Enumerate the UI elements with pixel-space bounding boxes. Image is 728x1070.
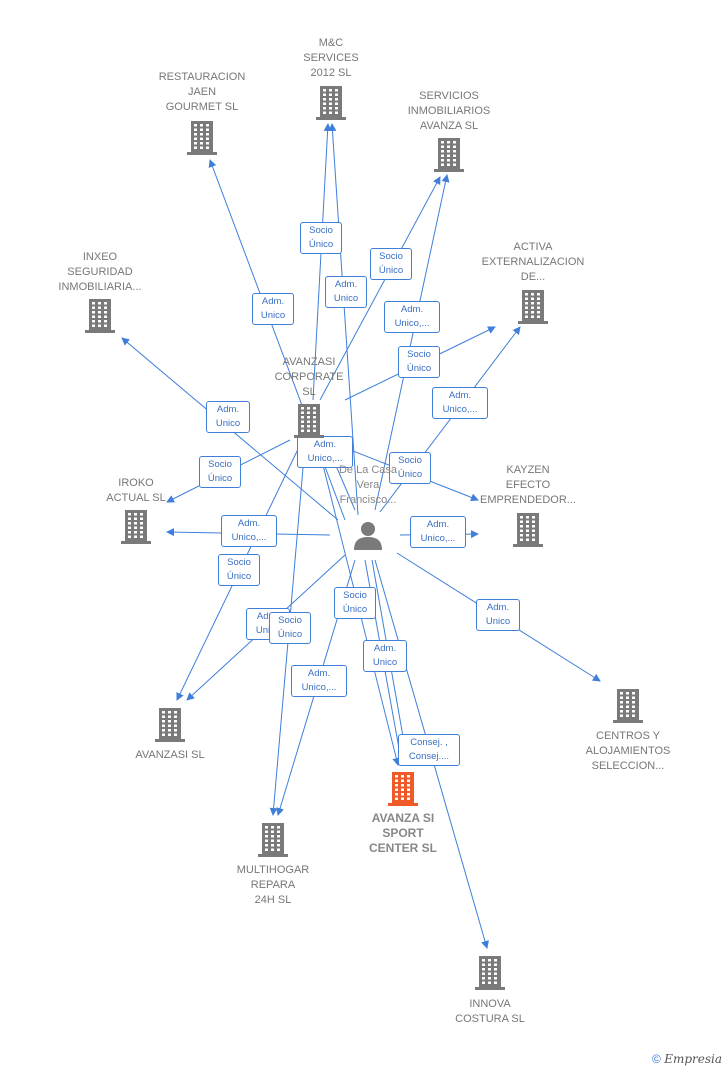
relation-edge-r5 (374, 174, 450, 511)
company-building-icon[interactable] (517, 290, 549, 329)
company-building-icon[interactable] (84, 299, 116, 338)
company-building-icon[interactable] (293, 404, 325, 443)
company-building-icon[interactable] (387, 772, 419, 811)
relation-label-r2[interactable]: Adm. Unico (325, 276, 367, 308)
person-name[interactable]: De La Casa Vera Francisco... (338, 464, 398, 506)
brand-name: Empresia (664, 1052, 722, 1066)
company-building-icon[interactable] (257, 823, 289, 862)
company-building-icon[interactable] (512, 513, 544, 552)
relation-label-r8[interactable]: Adm. Unico (206, 401, 250, 433)
relation-label-r6[interactable]: Socio Único (398, 346, 440, 378)
relation-label-r13[interactable]: Adm. Unico,... (410, 516, 466, 548)
relation-edge-r4 (319, 176, 441, 401)
company-building-icon[interactable] (474, 956, 506, 995)
relation-label-r14[interactable]: Socio Único (218, 554, 260, 586)
relation-label-r16[interactable]: Socio Único (269, 612, 311, 644)
person-icon[interactable] (352, 519, 384, 556)
relation-label-r9[interactable]: Socio Único (199, 456, 241, 488)
company-name-servicios[interactable]: SERVICIOS INMOBILIARIOS AVANZA SL (407, 90, 491, 132)
company-building-icon[interactable] (315, 86, 347, 125)
relation-label-r12[interactable]: Socio Único (389, 452, 431, 484)
relation-label-r10[interactable]: Adm. Unico,... (221, 515, 277, 547)
company-name-avanzasi[interactable]: AVANZASI SL (135, 749, 205, 761)
company-building-icon[interactable] (433, 138, 465, 177)
relation-edge-r1 (312, 123, 332, 401)
relation-label-r3[interactable]: Adm. Unico (252, 293, 294, 325)
company-name-avanza_sport[interactable]: AVANZA SI SPORT CENTER SL (368, 811, 437, 855)
company-building-icon[interactable] (612, 689, 644, 728)
company-name-kayzen[interactable]: KAYZEN EFECTO EMPRENDEDOR... (480, 464, 576, 506)
relation-label-r21[interactable]: Adm. Unico (476, 599, 520, 631)
relation-label-r18[interactable]: Socio Único (334, 587, 376, 619)
company-name-restauracion[interactable]: RESTAURACION JAEN GOURMET SL (158, 71, 246, 113)
company-name-inxeo[interactable]: INXEO SEGURIDAD INMOBILIARIA... (58, 251, 142, 293)
company-name-centros[interactable]: CENTROS Y ALOJAMIENTOS SELECCION... (585, 730, 671, 772)
relation-label-r17[interactable]: Adm. Unico,... (291, 665, 347, 697)
company-name-activa[interactable]: ACTIVA EXTERNALIZACION DE... (481, 241, 585, 283)
relation-edge-r2 (328, 123, 359, 516)
company-name-multihogar[interactable]: MULTIHOGAR REPARA 24H SL (236, 864, 310, 906)
company-name-mc[interactable]: M&C SERVICES 2012 SL (303, 37, 359, 79)
company-name-iroko[interactable]: IROKO ACTUAL SL (106, 477, 166, 504)
copyright-symbol: © (652, 1052, 661, 1066)
relation-label-r11[interactable]: Adm. Unico,... (297, 436, 353, 468)
company-building-icon[interactable] (120, 510, 152, 549)
company-name-avanzasi_corp[interactable]: AVANZASI CORPORATE SL (274, 356, 344, 398)
relation-label-r19[interactable]: Adm. Unico (363, 640, 407, 672)
company-name-innova[interactable]: INNOVA COSTURA SL (455, 998, 525, 1025)
relation-label-r5[interactable]: Adm. Unico,... (384, 301, 440, 333)
relation-label-r1[interactable]: Socio Único (300, 222, 342, 254)
company-building-icon[interactable] (154, 708, 186, 747)
relation-label-r4[interactable]: Socio Único (370, 248, 412, 280)
company-building-icon[interactable] (186, 121, 218, 160)
footer-brand: © Empresia (652, 1052, 722, 1066)
relation-label-r20[interactable]: Consej. , Consej.... (398, 734, 460, 766)
relation-label-r7[interactable]: Adm. Unico,... (432, 387, 488, 419)
